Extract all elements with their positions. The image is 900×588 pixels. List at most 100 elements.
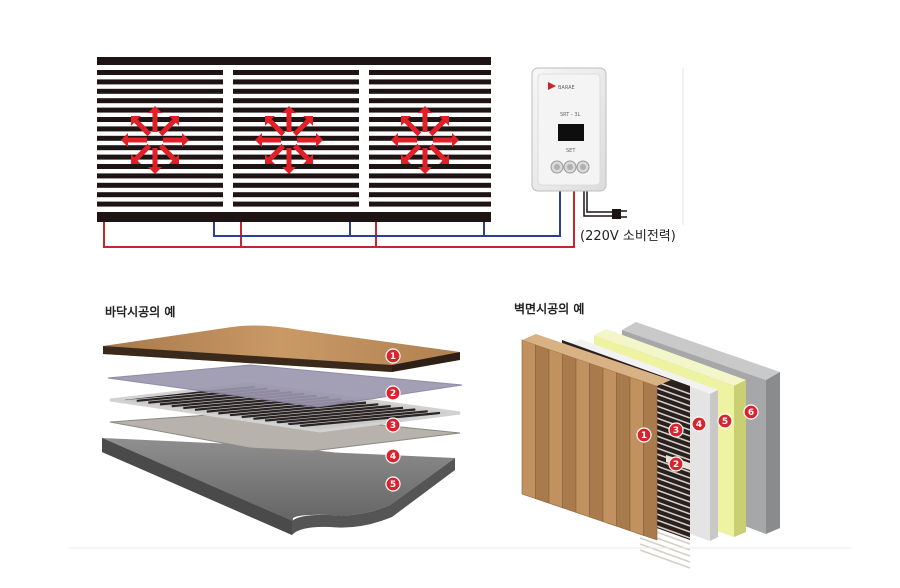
- heat-arrow-shaft: [292, 119, 310, 137]
- floor-film-stripe: [276, 408, 416, 424]
- badge-label: 5: [722, 417, 728, 427]
- wood-slat: [589, 362, 604, 523]
- floor-badge-2: 2: [385, 385, 401, 401]
- wall-badges: 12 3 4 5 6: [636, 404, 759, 472]
- floor-layer-sheet: [107, 364, 463, 408]
- wood-slat-top: [522, 334, 671, 386]
- panel-stripe: [369, 164, 491, 169]
- power-cord: [586, 190, 612, 213]
- floor-film-stripe: [299, 411, 441, 428]
- panel-stripe: [233, 201, 359, 207]
- floor-layer-slab: [102, 438, 455, 535]
- wood-slat: [548, 348, 563, 509]
- panel-stripe: [233, 135, 359, 141]
- wall-badge-6: 6: [743, 404, 759, 420]
- controller-set-label: SET: [566, 148, 576, 154]
- heat-arrow-head: [316, 133, 323, 147]
- panel-stripe: [233, 126, 359, 132]
- heat-arrows: [121, 106, 459, 174]
- floor-film-stripe: [253, 405, 391, 420]
- badge-label: 2: [390, 389, 396, 399]
- floor-film-stripe: [264, 406, 404, 422]
- heat-arrow-head: [439, 154, 449, 164]
- panel-stripe: [97, 98, 223, 104]
- wood-slat: [562, 353, 577, 513]
- wall-badge-1: 1: [636, 427, 652, 443]
- heat-arrow-head: [148, 167, 162, 174]
- controller-buttons: [550, 160, 590, 174]
- brand-logo-icon: [548, 82, 556, 90]
- floor-layer-wood: [103, 325, 460, 372]
- controller-model: SRT - 3L: [560, 112, 581, 118]
- badge-circle: [717, 413, 733, 429]
- heat-arrow-head: [391, 133, 398, 147]
- floor-badge-1: 1: [385, 348, 401, 364]
- heat-arrow-head: [131, 116, 141, 126]
- heat-arrow-head: [131, 154, 141, 164]
- heat-arrow-head: [303, 154, 313, 164]
- heat-arrow-shaft: [428, 143, 446, 161]
- badge-label: 4: [696, 420, 702, 430]
- heat-arrow-head: [439, 116, 449, 126]
- wall-film-stripe: [639, 549, 691, 569]
- wood-slat: [643, 380, 658, 541]
- panel-stripe: [233, 79, 359, 85]
- heat-arrow-head: [265, 154, 275, 164]
- heat-arrow-head: [401, 154, 411, 164]
- panel-stripe: [97, 79, 223, 85]
- heat-arrow-shaft: [404, 119, 422, 137]
- heat-arrow-icon: [255, 106, 323, 174]
- heat-arrow-shaft: [134, 119, 152, 137]
- heat-arrow-shaft: [268, 119, 286, 137]
- controller-display: [558, 124, 584, 141]
- wall-layer-wood-slats: [521, 334, 671, 541]
- heat-arrow-head: [452, 133, 459, 147]
- panel-stripe: [233, 70, 359, 75]
- badge-circle: [668, 422, 684, 438]
- power-label: (220V 소비전력): [580, 229, 676, 244]
- wall-badge-2: 2: [668, 456, 684, 472]
- panel-stripe: [233, 182, 359, 188]
- heat-arrow-shaft: [268, 143, 286, 161]
- wood-slat: [629, 376, 644, 536]
- panel-stripe: [233, 173, 359, 179]
- panel-stripe: [233, 117, 359, 122]
- panel-stripe: [233, 98, 359, 104]
- heat-arrow-icon: [121, 106, 189, 174]
- heat-arrow-head: [401, 116, 411, 126]
- heat-arrow-head: [418, 167, 432, 174]
- heat-arrow-head: [121, 133, 128, 147]
- panel-stripe: [233, 107, 359, 113]
- floor-caption: 바닥시공의 예: [105, 304, 175, 319]
- panel-stripe: [97, 126, 223, 132]
- wood-slat: [535, 344, 550, 504]
- floor-film-stripe: [241, 403, 379, 419]
- panel-stripe: [97, 154, 223, 160]
- badge-circle: [743, 404, 759, 420]
- badge-circle: [385, 348, 401, 364]
- wall-badge-4: 4: [691, 416, 707, 432]
- red-wire: [103, 190, 575, 248]
- wall-caption: 벽면시공의 예: [514, 301, 584, 316]
- panel-stripe: [97, 182, 223, 188]
- heat-arrow-head: [169, 116, 179, 126]
- wood-slat: [575, 357, 590, 518]
- panel-stripe: [369, 70, 491, 75]
- wall-badge-5: 5: [717, 413, 733, 429]
- badge-circle: [385, 476, 401, 492]
- panel-stripe: [97, 70, 223, 75]
- controller-brand: BARAE: [558, 85, 575, 91]
- heat-arrow-shaft: [404, 143, 422, 161]
- wood-slat: [602, 367, 617, 527]
- floor-badge-5: 5: [385, 476, 401, 492]
- panel-stripe: [369, 117, 491, 122]
- badge-circle: [385, 385, 401, 401]
- heat-arrow-head: [418, 106, 432, 113]
- heat-arrow-head: [282, 106, 296, 113]
- wood-slat: [616, 371, 631, 532]
- badge-label: 3: [390, 421, 396, 431]
- badge-label: 5: [390, 480, 396, 490]
- badge-label: 3: [673, 426, 679, 436]
